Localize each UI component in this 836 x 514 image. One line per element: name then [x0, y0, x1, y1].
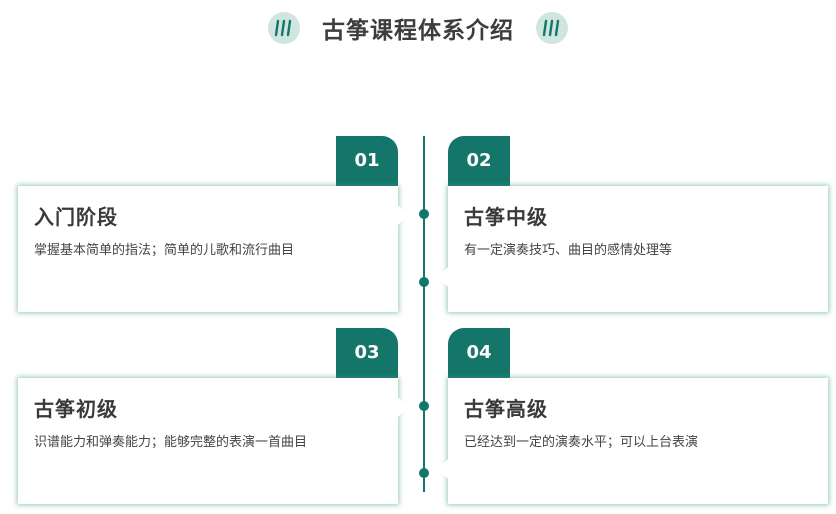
timeline-dot: [419, 209, 429, 219]
stage-card: 入门阶段 掌握基本简单的指法；简单的儿歌和流行曲目: [18, 186, 408, 312]
stage-card: 古筝初级 识谱能力和弹奏能力；能够完整的表演一首曲目: [18, 378, 408, 504]
stage-number: 03: [354, 341, 380, 363]
stage-number: 04: [466, 341, 492, 363]
page-title: 古筝课程体系介绍: [322, 18, 514, 44]
stage-number-tab: 03: [336, 328, 398, 378]
timeline-dot: [419, 468, 429, 478]
card-pointer: [388, 205, 408, 225]
stripes-icon: [536, 12, 568, 44]
card-pointer: [438, 459, 458, 479]
stage-description: 有一定演奏技巧、曲目的感情处理等: [464, 243, 673, 258]
timeline-dot: [419, 401, 429, 411]
timeline-dot: [419, 277, 429, 287]
stage-number: 02: [466, 149, 492, 171]
stage-card: 古筝高级 已经达到一定的演奏水平；可以上台表演: [438, 378, 828, 504]
stage-number: 01: [354, 149, 380, 171]
stage-title: 古筝中级: [464, 205, 548, 229]
card-pointer: [438, 267, 458, 287]
timeline-line: [423, 136, 425, 492]
stage-title: 入门阶段: [34, 205, 118, 229]
stage-card: 古筝中级 有一定演奏技巧、曲目的感情处理等: [438, 186, 828, 312]
stage-title: 古筝高级: [464, 397, 548, 421]
page-header: 古筝课程体系介绍: [0, 8, 836, 48]
stage-description: 已经达到一定的演奏水平；可以上台表演: [464, 435, 699, 450]
stage-description: 识谱能力和弹奏能力；能够完整的表演一首曲目: [34, 435, 308, 450]
stage-description: 掌握基本简单的指法；简单的儿歌和流行曲目: [34, 243, 295, 258]
stage-number-tab: 01: [336, 136, 398, 186]
card-pointer: [388, 397, 408, 417]
stripes-icon: [268, 12, 300, 44]
stage-number-tab: 02: [448, 136, 510, 186]
stage-title: 古筝初级: [34, 397, 118, 421]
stage-number-tab: 04: [448, 328, 510, 378]
